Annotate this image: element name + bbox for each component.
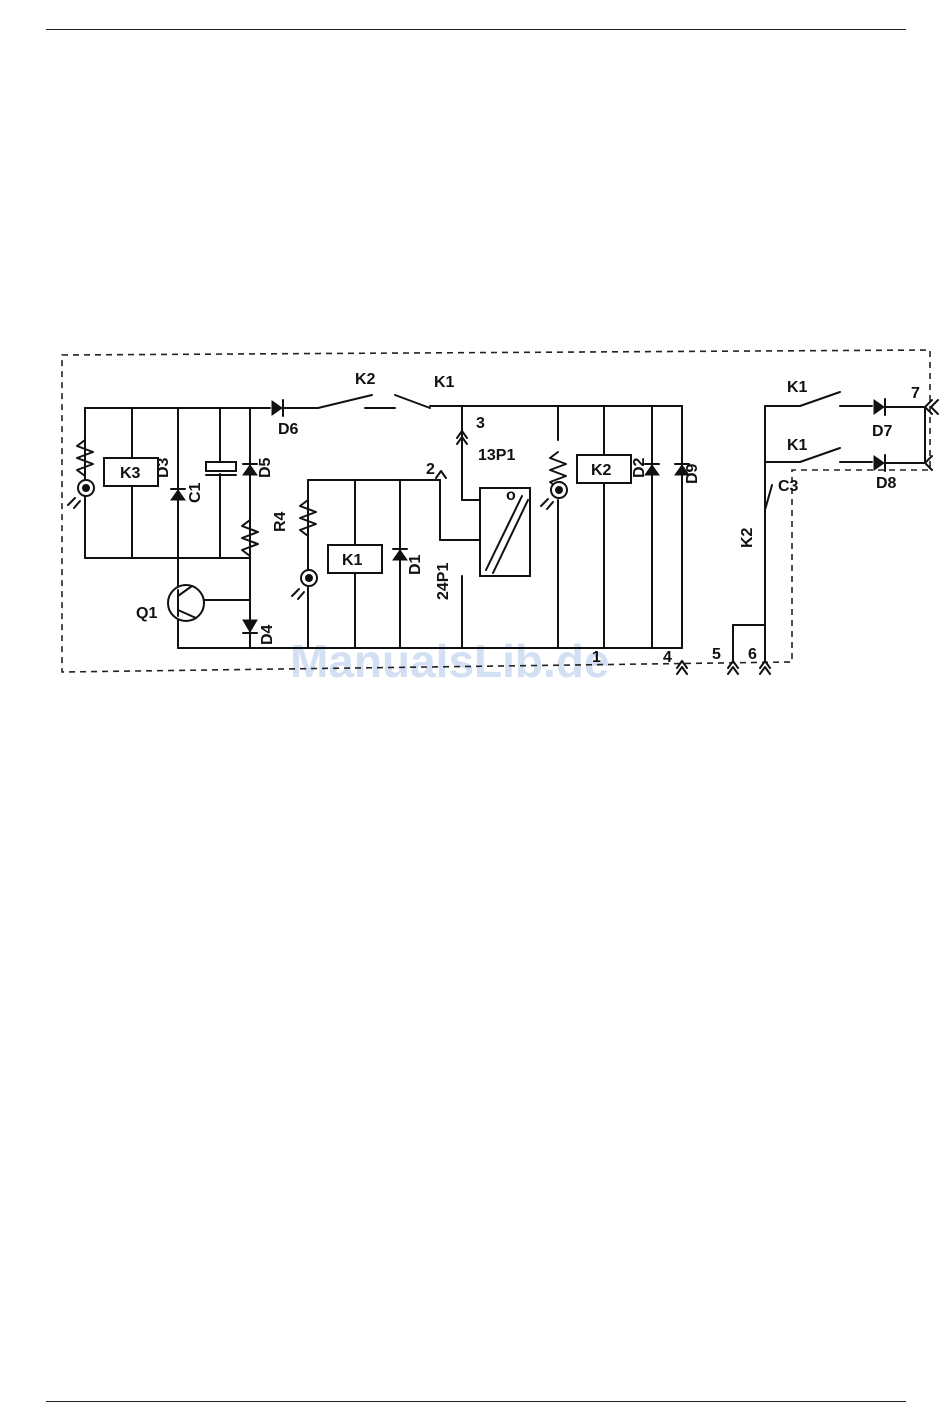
k2-section <box>541 406 689 648</box>
label-13p1: 13P1 <box>478 447 515 464</box>
label-d6: D6 <box>278 421 299 438</box>
label-d3: D3 <box>155 457 172 478</box>
label-k3: K3 <box>120 465 141 482</box>
label-r4: R4 <box>272 511 289 532</box>
label-terminal-2: 2 <box>426 461 435 478</box>
label-terminal-3: 3 <box>476 415 485 432</box>
label-k2-contact: K2 <box>739 527 756 548</box>
label-terminal-1: 1 <box>592 649 601 666</box>
label-k1-switch: K1 <box>434 374 455 391</box>
label-q1: Q1 <box>136 605 157 622</box>
label-terminal-7: 7 <box>911 385 920 402</box>
watermark: ManualsLib.de <box>290 635 609 687</box>
bottom-rule <box>46 1401 906 1402</box>
label-k2-coil: K2 <box>591 462 612 479</box>
label-d5: D5 <box>257 457 274 478</box>
label-k1-contact-a: K1 <box>787 379 808 396</box>
label-thermostat-o: o <box>506 487 516 504</box>
top-rail <box>85 395 682 408</box>
k3-section <box>68 408 250 558</box>
diode-d6 <box>272 400 283 416</box>
label-k1-coil: K1 <box>342 552 363 569</box>
label-d2: D2 <box>631 457 648 478</box>
label-terminal-6: 6 <box>748 646 757 663</box>
label-terminal-4: 4 <box>663 649 672 666</box>
label-24p1: 24P1 <box>435 563 452 600</box>
transistor-stage <box>168 408 258 648</box>
label-d7: D7 <box>872 423 893 440</box>
label-d9: D9 <box>684 463 701 484</box>
thermostat-13p1 <box>462 406 530 648</box>
label-k1-contact-b: K1 <box>787 437 808 454</box>
label-d4: D4 <box>259 624 276 645</box>
label-c1: C1 <box>187 482 204 503</box>
label-k2-switch: K2 <box>355 371 376 388</box>
label-d8: D8 <box>876 475 897 492</box>
label-d1: D1 <box>407 554 424 575</box>
label-terminal-5: 5 <box>712 646 721 663</box>
label-c3: C3 <box>778 478 799 495</box>
output-section <box>733 392 925 660</box>
